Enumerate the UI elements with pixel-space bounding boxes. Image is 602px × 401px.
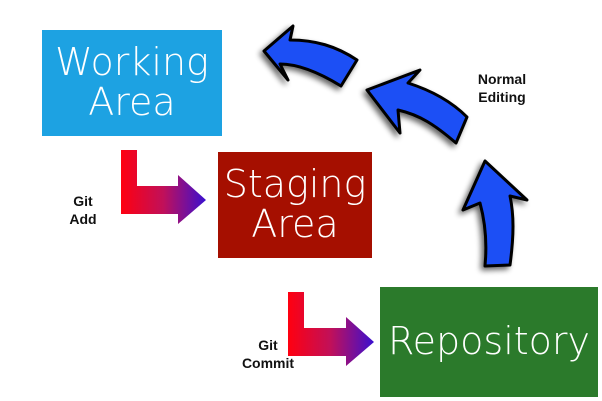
git-commit-line1: Git [258, 337, 278, 353]
normal-editing-label: Normal Editing [466, 70, 538, 106]
git-add-line1: Git [73, 193, 93, 209]
staging-area-line1: Staging [223, 162, 367, 207]
normal-editing-line2: Editing [478, 89, 526, 106]
git-commit-line2: Commit [241, 355, 295, 372]
repository-label: Repository [387, 319, 591, 364]
repository-box: Repository [380, 287, 598, 397]
git-add-arrow [121, 150, 206, 224]
git-commit-label: Git Commit [240, 336, 296, 372]
git-add-label: Git Add [62, 192, 104, 228]
editing-arrow-top [262, 24, 359, 88]
normal-editing-line1: Normal [477, 71, 527, 87]
git-add-line2: Add [69, 211, 97, 228]
staging-area-line2: Area [251, 202, 339, 246]
editing-arrow-middle [365, 68, 469, 145]
editing-arrow-bottom [461, 159, 529, 268]
git-commit-arrow [288, 292, 374, 366]
working-area-line2: Area [88, 80, 176, 124]
working-area-line1: Working [55, 40, 209, 85]
